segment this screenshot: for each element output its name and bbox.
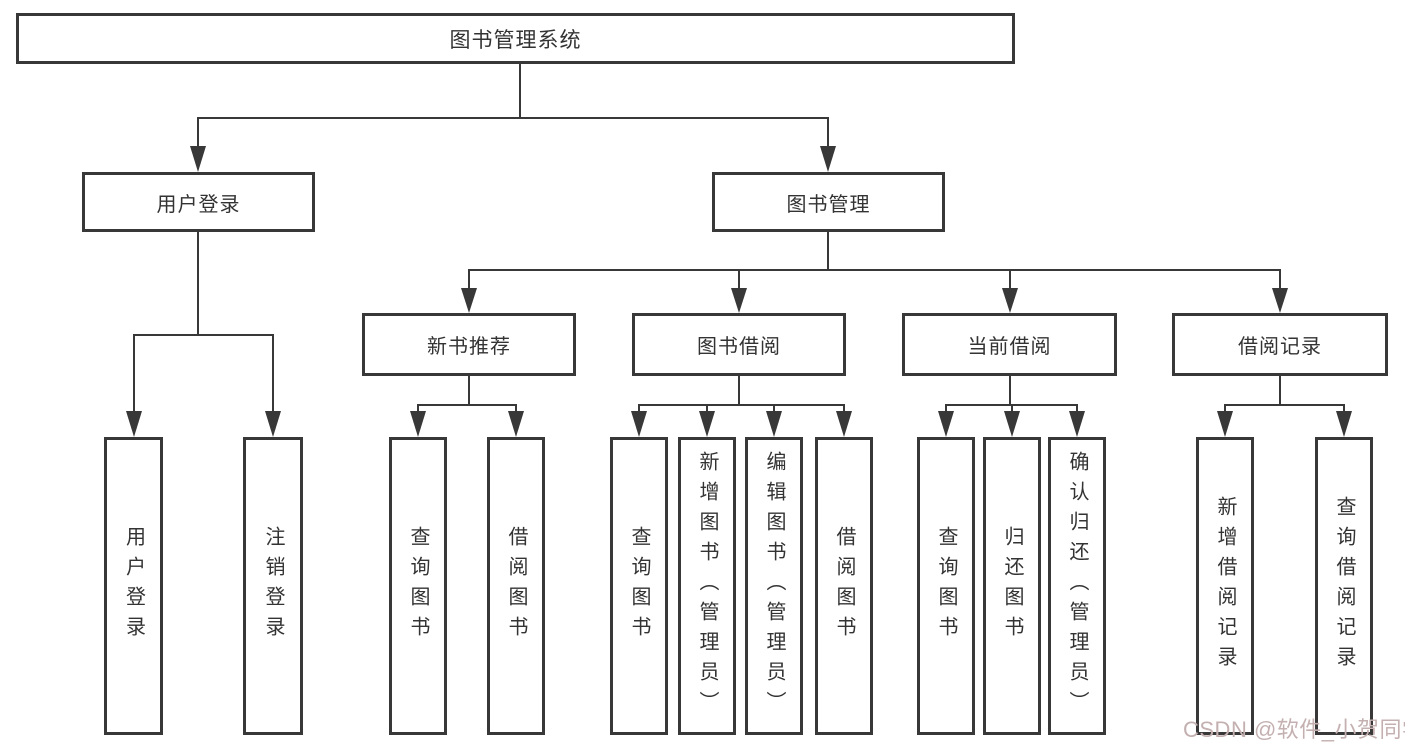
leaf-return-book: 归还图书 [983, 437, 1041, 735]
connector-arrowheads [126, 146, 1352, 437]
leaf-query-book-rec-label: 查询图书 [407, 526, 429, 646]
node-new-book-rec: 新书推荐 [362, 313, 576, 376]
leaf-borrow-book-rec: 借阅图书 [487, 437, 545, 735]
leaf-user-login: 用户登录 [104, 437, 163, 735]
leaf-confirm-return-admin: 确认归还（管理员） [1048, 437, 1106, 735]
leaf-query-borrow-record-label: 查询借阅记录 [1333, 496, 1355, 676]
leaf-add-borrow-record: 新增借阅记录 [1196, 437, 1254, 735]
leaf-user-login-label: 用户登录 [122, 526, 145, 646]
node-current-borrow-label: 当前借阅 [967, 336, 1052, 358]
leaf-query-borrow-record: 查询借阅记录 [1315, 437, 1373, 735]
leaf-query-book-rec: 查询图书 [389, 437, 447, 735]
node-new-book-rec-label: 新书推荐 [427, 336, 511, 358]
leaf-logout: 注销登录 [243, 437, 303, 735]
leaf-add-book-admin: 新增图书（管理员） [678, 437, 736, 735]
leaf-add-borrow-record-label: 新增借阅记录 [1214, 496, 1236, 676]
leaf-borrow-book-rec-label: 借阅图书 [505, 526, 527, 646]
node-borrow-record-label: 借阅记录 [1238, 336, 1322, 358]
leaf-edit-book-admin-label: 编辑图书（管理员） [763, 451, 785, 721]
node-book-borrow: 图书借阅 [632, 313, 846, 376]
node-book-mgmt-branch-label: 图书管理 [786, 193, 871, 216]
leaf-query-book-current-label: 查询图书 [935, 526, 957, 646]
leaf-edit-book-admin: 编辑图书（管理员） [745, 437, 803, 735]
leaf-borrow-book-borrow-label: 借阅图书 [833, 526, 855, 646]
leaf-borrow-book-borrow: 借阅图书 [815, 437, 873, 735]
leaf-logout-label: 注销登录 [262, 526, 284, 646]
node-user-login-branch-label: 用户登录 [156, 193, 241, 216]
leaf-confirm-return-admin-label: 确认归还（管理员） [1066, 451, 1088, 721]
leaf-query-book-borrow-label: 查询图书 [628, 526, 650, 646]
leaf-return-book-label: 归还图书 [1001, 526, 1023, 646]
node-current-borrow: 当前借阅 [902, 313, 1117, 376]
leaf-query-book-borrow: 查询图书 [610, 437, 668, 735]
node-root-label: 图书管理系统 [449, 28, 582, 52]
node-book-mgmt-branch: 图书管理 [712, 172, 945, 232]
leaf-add-book-admin-label: 新增图书（管理员） [696, 451, 718, 721]
node-borrow-record: 借阅记录 [1172, 313, 1388, 376]
node-root: 图书管理系统 [16, 13, 1015, 64]
node-user-login-branch: 用户登录 [82, 172, 315, 232]
node-book-borrow-label: 图书借阅 [697, 336, 781, 358]
leaf-query-book-current: 查询图书 [917, 437, 975, 735]
csdn-watermark: CSDN @软件_小贺同学 [1183, 717, 1405, 742]
